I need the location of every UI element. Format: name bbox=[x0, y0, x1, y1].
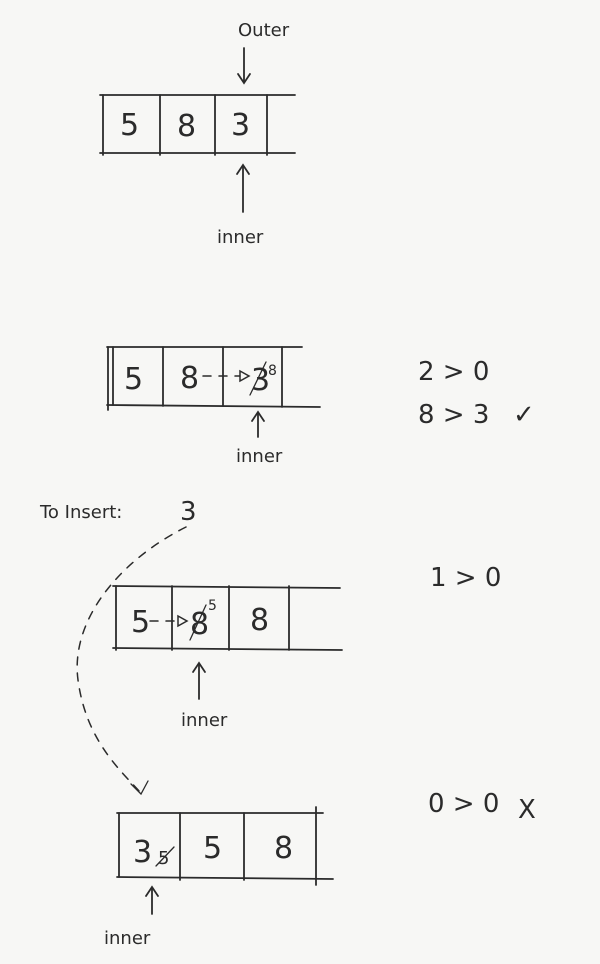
stage4-cell-0: 3 bbox=[133, 835, 152, 870]
stage4-inner-label: inner bbox=[104, 928, 151, 949]
stage4-check-1: 0 > 0 bbox=[428, 789, 499, 819]
stage3-cell-2: 8 bbox=[250, 603, 269, 638]
stage2-overwrite-value: 8 bbox=[268, 363, 277, 379]
stage2-cell-1: 8 bbox=[180, 361, 199, 396]
stage3-strike bbox=[189, 604, 207, 641]
stage3-cell-0: 5 bbox=[131, 605, 150, 640]
stage1-outer-label: Outer bbox=[238, 20, 290, 41]
stage2-check-2: 8 > 3 bbox=[418, 400, 489, 430]
to-insert-label: To Insert: bbox=[39, 502, 122, 523]
stage1-cell-2: 3 bbox=[231, 108, 250, 143]
stage2-check-mark: ✓ bbox=[513, 400, 535, 430]
stage1-array: 5 8 3 bbox=[99, 94, 296, 156]
stage1-cell-1: 8 bbox=[177, 109, 196, 144]
stage2-inner-label: inner bbox=[236, 446, 283, 467]
stage3-overwrite-value: 5 bbox=[208, 598, 217, 614]
stage4-array: 3 5 5 8 bbox=[116, 806, 334, 886]
stage1-cell-0: 5 bbox=[120, 108, 139, 143]
insert-path bbox=[76, 526, 187, 793]
stage2-inner-arrow bbox=[251, 410, 265, 438]
stage1-inner-arrow bbox=[236, 163, 250, 213]
stage3-inner-label: inner bbox=[181, 710, 228, 731]
stage2-cell-2: 3 bbox=[251, 363, 270, 398]
stage2-strike bbox=[249, 361, 267, 396]
stage4-cell-2: 8 bbox=[274, 831, 293, 866]
stage3-check-1: 1 > 0 bbox=[430, 563, 501, 593]
stage3-array: 5 8 8 5 bbox=[112, 585, 343, 651]
to-insert-value: 3 bbox=[180, 497, 197, 527]
stage2-array: 5 8 3 8 bbox=[106, 346, 321, 411]
stage4-strike bbox=[155, 846, 175, 867]
stage1-outer-arrow bbox=[237, 47, 251, 85]
stage4-cell-1: 5 bbox=[203, 831, 222, 866]
stage2-check-1: 2 > 0 bbox=[418, 357, 489, 387]
stage3-inner-arrow bbox=[192, 661, 206, 700]
stage2-cell-0: 5 bbox=[124, 362, 143, 397]
stage4-cross-mark: X bbox=[518, 795, 536, 825]
stage3-cell-1: 8 bbox=[190, 607, 209, 642]
stage4-inner-arrow bbox=[145, 885, 159, 915]
stage1-inner-label: inner bbox=[217, 227, 264, 248]
